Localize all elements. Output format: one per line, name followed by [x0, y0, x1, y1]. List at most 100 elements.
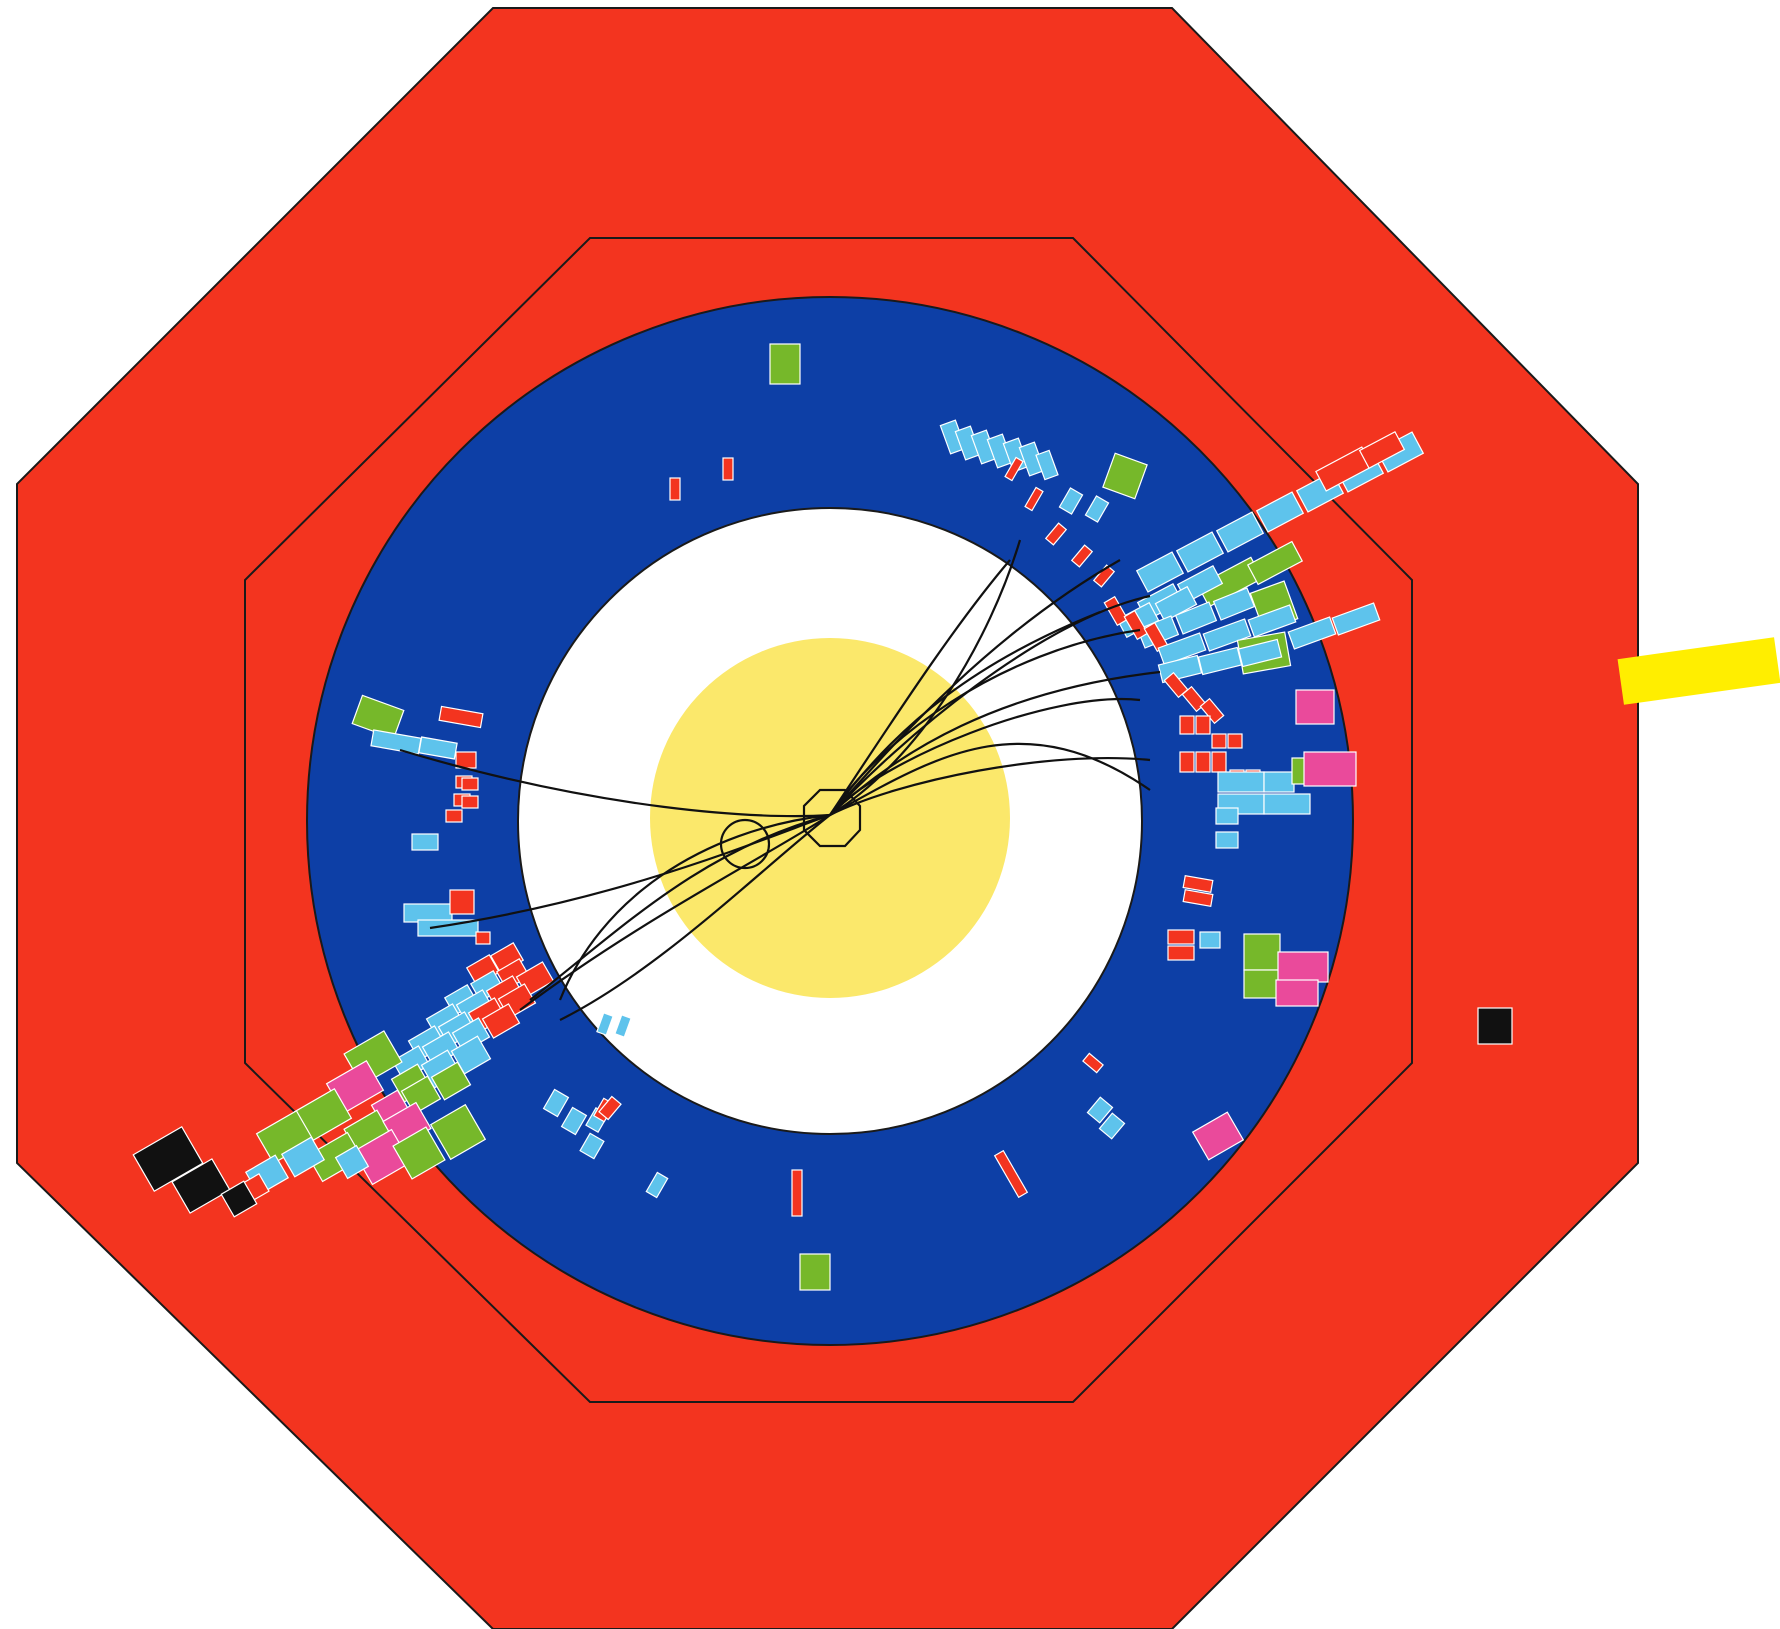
energy-cell — [1197, 646, 1243, 676]
energy-cell — [1215, 831, 1239, 849]
energy-cell — [445, 809, 463, 823]
energy-cell — [429, 1103, 487, 1161]
track-line — [829, 559, 1121, 816]
energy-cell — [1199, 931, 1221, 949]
energy-cell — [993, 1149, 1029, 1199]
energy-cell — [280, 1136, 326, 1178]
track-line — [829, 757, 1151, 816]
energy-cell — [438, 705, 484, 729]
energy-cell — [171, 1158, 231, 1214]
energy-cell — [1275, 979, 1319, 1007]
energy-cell — [1303, 751, 1357, 787]
energy-cell — [1477, 1007, 1513, 1045]
primary-vertex-ring — [802, 788, 862, 848]
energy-cell — [1227, 733, 1243, 749]
energy-cell — [1237, 638, 1283, 668]
energy-cell — [799, 1253, 831, 1291]
secondary-vertex-ring — [719, 818, 771, 870]
energy-cell — [1174, 601, 1218, 635]
energy-cell — [1182, 888, 1214, 908]
energy-cell — [449, 889, 475, 915]
energy-cell — [392, 1126, 446, 1180]
energy-cell — [1195, 715, 1211, 735]
energy-cell — [1215, 511, 1265, 553]
track-line — [399, 748, 831, 818]
vertex-circles — [719, 788, 862, 870]
energy-cell — [669, 477, 681, 501]
energy-cell — [560, 1106, 588, 1136]
energy-cell — [1024, 486, 1044, 512]
energy-cell — [1044, 522, 1068, 546]
energy-cell — [1191, 1111, 1245, 1161]
energy-cell — [1263, 793, 1311, 815]
energy-cell — [1243, 969, 1281, 999]
missing-energy-marker — [1617, 637, 1780, 705]
track-line — [829, 742, 1151, 816]
energy-cell — [351, 694, 405, 740]
energy-cell — [1167, 945, 1195, 961]
energy-cell — [220, 1180, 258, 1218]
track-line — [829, 559, 1011, 816]
energy-cell — [769, 343, 801, 385]
energy-cell — [132, 1125, 204, 1193]
energy-cell — [1202, 618, 1252, 652]
track-line — [829, 594, 1151, 816]
energy-cell — [461, 777, 479, 791]
energy-cell — [1102, 452, 1148, 500]
energy-cell — [542, 1088, 570, 1118]
energy-cell — [417, 919, 479, 937]
energy-cell — [1135, 551, 1185, 593]
track-line — [559, 814, 831, 1021]
energy-cell — [1211, 733, 1227, 749]
energy-cell — [418, 736, 458, 760]
energy-cell — [430, 1061, 472, 1101]
energy-cell — [1086, 1096, 1114, 1124]
energy-cell — [1217, 771, 1265, 793]
energy-cell — [1103, 595, 1129, 627]
energy-cell — [1247, 604, 1297, 638]
energy-cell — [1358, 430, 1406, 470]
energy-cell — [579, 1132, 605, 1160]
track-line — [829, 539, 1022, 816]
energy-cell — [1215, 807, 1239, 825]
track-line — [558, 813, 831, 1001]
energy-cell — [1004, 456, 1024, 482]
energy-cell — [1179, 751, 1195, 773]
energy-cell — [1255, 491, 1305, 533]
energy-cell — [1287, 616, 1337, 650]
energy-cell — [722, 457, 734, 481]
energy-cell — [411, 833, 439, 851]
energy-cell — [1277, 951, 1329, 983]
energy-cell — [1058, 487, 1084, 515]
track-line — [429, 813, 831, 930]
energy-cell — [645, 1171, 669, 1199]
energy-cell — [1182, 874, 1214, 894]
energy-cell — [1179, 715, 1195, 735]
energy-cell — [403, 903, 453, 923]
energy-cell — [1195, 751, 1211, 773]
energy-cell — [1331, 602, 1381, 636]
track-line — [829, 670, 1161, 816]
energy-cell — [614, 1014, 632, 1038]
energy-cell — [475, 931, 491, 945]
energy-cell — [1212, 587, 1256, 621]
energy-cell — [1157, 632, 1207, 666]
energy-cell — [1082, 1052, 1104, 1074]
track-line — [529, 813, 831, 1001]
energy-cell — [461, 795, 479, 809]
track-line — [519, 814, 831, 1011]
energy-cell — [400, 1075, 442, 1115]
energy-cell — [596, 1012, 614, 1036]
energy-cell — [598, 1095, 622, 1121]
energy-cell — [1175, 531, 1225, 573]
energy-deposits — [132, 343, 1513, 1291]
interaction-region — [650, 638, 1010, 998]
energy-cell — [1084, 495, 1110, 523]
energy-cell — [1123, 609, 1149, 641]
energy-cell — [1243, 933, 1281, 971]
energy-cell — [334, 1144, 370, 1180]
energy-cell — [481, 1003, 521, 1039]
energy-cell — [1070, 544, 1094, 568]
energy-cell — [1246, 540, 1304, 586]
